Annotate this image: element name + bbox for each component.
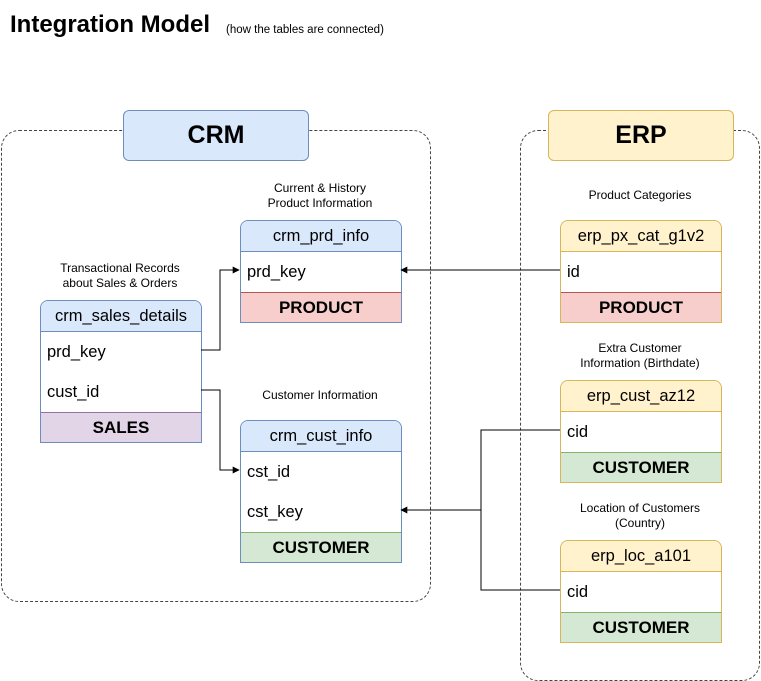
sales-tag: SALES	[41, 412, 201, 442]
link-sales-to-cust-info	[201, 389, 240, 474]
table-crm-cust-info[interactable]: crm_cust_info cst_id cst_key CUSTOMER	[240, 420, 402, 563]
table-name: crm_cust_info	[241, 421, 401, 452]
caption-erp-px-cat: Product Categories	[588, 188, 692, 202]
caption-erp-cust-az12: Extra Customer Information (Birthdate)	[580, 341, 700, 370]
customer-tag: CUSTOMER	[241, 532, 401, 562]
field-id: id	[567, 263, 580, 281]
table-erp-cust-az12[interactable]: erp_cust_az12 cid CUSTOMER	[560, 380, 722, 483]
field-cst-id: cst_id	[247, 463, 291, 481]
field-cst-key: cst_key	[247, 503, 303, 521]
table-name: erp_cust_az12	[561, 381, 721, 412]
customer-tag: CUSTOMER	[561, 612, 721, 642]
table-crm-prd-info[interactable]: crm_prd_info prd_key PRODUCT	[240, 220, 402, 323]
table-name: crm_sales_details	[41, 301, 201, 332]
field-prd-key: prd_key	[247, 263, 306, 281]
caption-crm-sales-details: Transactional Records about Sales & Orde…	[60, 261, 180, 290]
erp-group-header: ERP	[548, 110, 734, 161]
crm-group-header: CRM	[123, 110, 309, 161]
table-erp-px-cat-g1v2[interactable]: erp_px_cat_g1v2 id PRODUCT	[560, 220, 722, 323]
field-prd-key: prd_key	[47, 343, 106, 361]
link-cust-az12-to-cust-info	[400, 429, 560, 514]
product-tag: PRODUCT	[561, 292, 721, 322]
product-tag: PRODUCT	[241, 292, 401, 322]
field-cid: cid	[567, 583, 589, 601]
caption-crm-prd-info: Current & History Product Information	[267, 181, 373, 210]
table-crm-sales-details[interactable]: crm_sales_details prd_key cust_id SALES	[40, 300, 202, 443]
table-name: erp_loc_a101	[561, 541, 721, 572]
table-name: crm_prd_info	[241, 221, 401, 252]
field-cid: cid	[567, 423, 589, 441]
caption-erp-loc-a101: Location of Customers (Country)	[579, 501, 701, 530]
table-erp-loc-a101[interactable]: erp_loc_a101 cid CUSTOMER	[560, 540, 722, 643]
link-sales-to-prd-info	[201, 266, 240, 351]
page-title: Integration Model	[10, 11, 210, 38]
link-loc-a101-to-cust-info	[480, 510, 560, 591]
caption-crm-cust-info: Customer Information	[262, 388, 378, 402]
table-name: erp_px_cat_g1v2	[561, 221, 721, 252]
page-subtitle: (how the tables are connected)	[226, 24, 384, 36]
customer-tag: CUSTOMER	[561, 452, 721, 482]
field-cust-id: cust_id	[47, 383, 100, 401]
